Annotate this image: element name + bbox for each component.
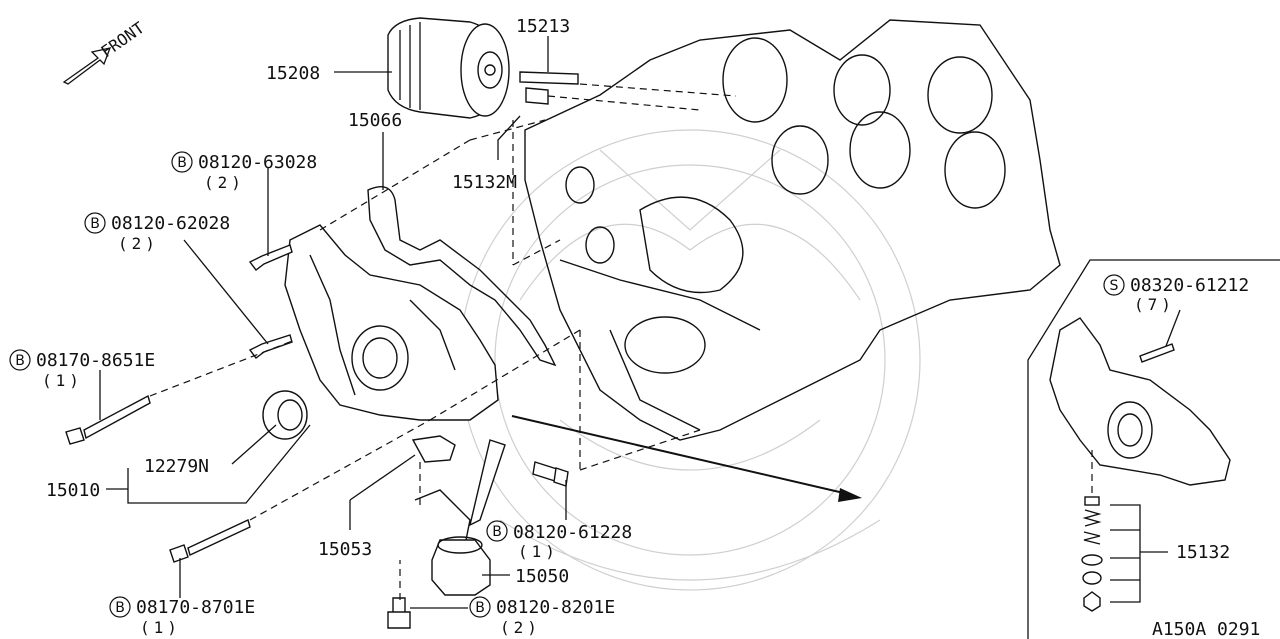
label-15010: 15010	[46, 480, 100, 501]
fastener-qty: (1)	[518, 542, 559, 561]
fastener-number: 08170-8701E	[136, 597, 255, 618]
bolt-08120-8201E	[387, 597, 411, 629]
fastener-qty: (1)	[140, 618, 181, 637]
fastener-number: 08170-8651E	[36, 350, 155, 371]
svg-text:B: B	[90, 216, 100, 232]
watermark-emblem	[459, 129, 921, 591]
svg-text:B: B	[475, 600, 485, 616]
fastener-number: 08120-63028	[198, 152, 317, 173]
label-15053: 15053	[318, 539, 372, 560]
diagram-code: A150A 0291	[1152, 619, 1260, 639]
fastener-08120-8201E: B 08120-8201E (2)	[469, 596, 615, 637]
label-15050: 15050	[515, 566, 569, 587]
direction-arrow-icon	[511, 415, 862, 502]
svg-text:B: B	[115, 600, 125, 616]
stud-and-connector	[519, 71, 579, 105]
bolt-08120-62028	[248, 334, 293, 359]
relief-valve-inset	[1027, 259, 1280, 639]
svg-text:B: B	[177, 155, 187, 171]
oil-filter	[387, 17, 510, 119]
fastener-qty: (7)	[1134, 295, 1175, 314]
fastener-08170-8651E: B 08170-8651E (1)	[9, 349, 155, 390]
label-15208: 15208	[266, 63, 320, 84]
fastener-08120-63028: B 08120-63028 (2)	[171, 151, 317, 192]
oil-pump	[284, 224, 499, 421]
bolt-08120-63028	[248, 244, 293, 271]
front-arrow-icon: FRONT	[62, 18, 148, 85]
label-12279N: 12279N	[144, 456, 209, 477]
fastener-number: 08120-62028	[111, 213, 230, 234]
fastener-08120-61228: B 08120-61228 (1)	[486, 520, 632, 561]
label-15213: 15213	[516, 16, 570, 37]
svg-text:B: B	[15, 353, 25, 369]
assembly-lines	[149, 83, 737, 600]
fastener-qty: (2)	[204, 173, 245, 192]
fastener-number: 08120-61228	[513, 522, 632, 543]
fastener-08320-61212: S 08320-61212 (7)	[1103, 274, 1249, 314]
fastener-08170-8701E: B 08170-8701E (1)	[109, 596, 255, 637]
svg-text:S: S	[1110, 278, 1119, 294]
bolt-08170-8701E	[169, 519, 251, 563]
part-labels: 15208 15213 15066 15132M 12279N 15010 15…	[46, 16, 1230, 587]
bolt-08120-61228	[532, 461, 569, 487]
engine-block	[524, 19, 1061, 441]
leader-lines	[99, 36, 1181, 609]
oil-seal	[262, 390, 308, 440]
fastener-qty: (2)	[118, 234, 159, 253]
gasket	[367, 186, 557, 367]
label-15132M: 15132M	[452, 172, 517, 193]
strainer	[411, 435, 506, 596]
bolt-08170-8651E	[65, 394, 151, 445]
fastener-number: 08320-61212	[1130, 275, 1249, 296]
front-label: FRONT	[97, 18, 148, 61]
fastener-number: 08120-8201E	[496, 597, 615, 618]
label-15132: 15132	[1176, 542, 1230, 563]
fastener-08120-62028: B 08120-62028 (2)	[84, 212, 230, 253]
fastener-qty: (2)	[500, 618, 541, 637]
fastener-qty: (1)	[42, 371, 83, 390]
svg-text:B: B	[492, 524, 502, 540]
label-15066: 15066	[348, 110, 402, 131]
